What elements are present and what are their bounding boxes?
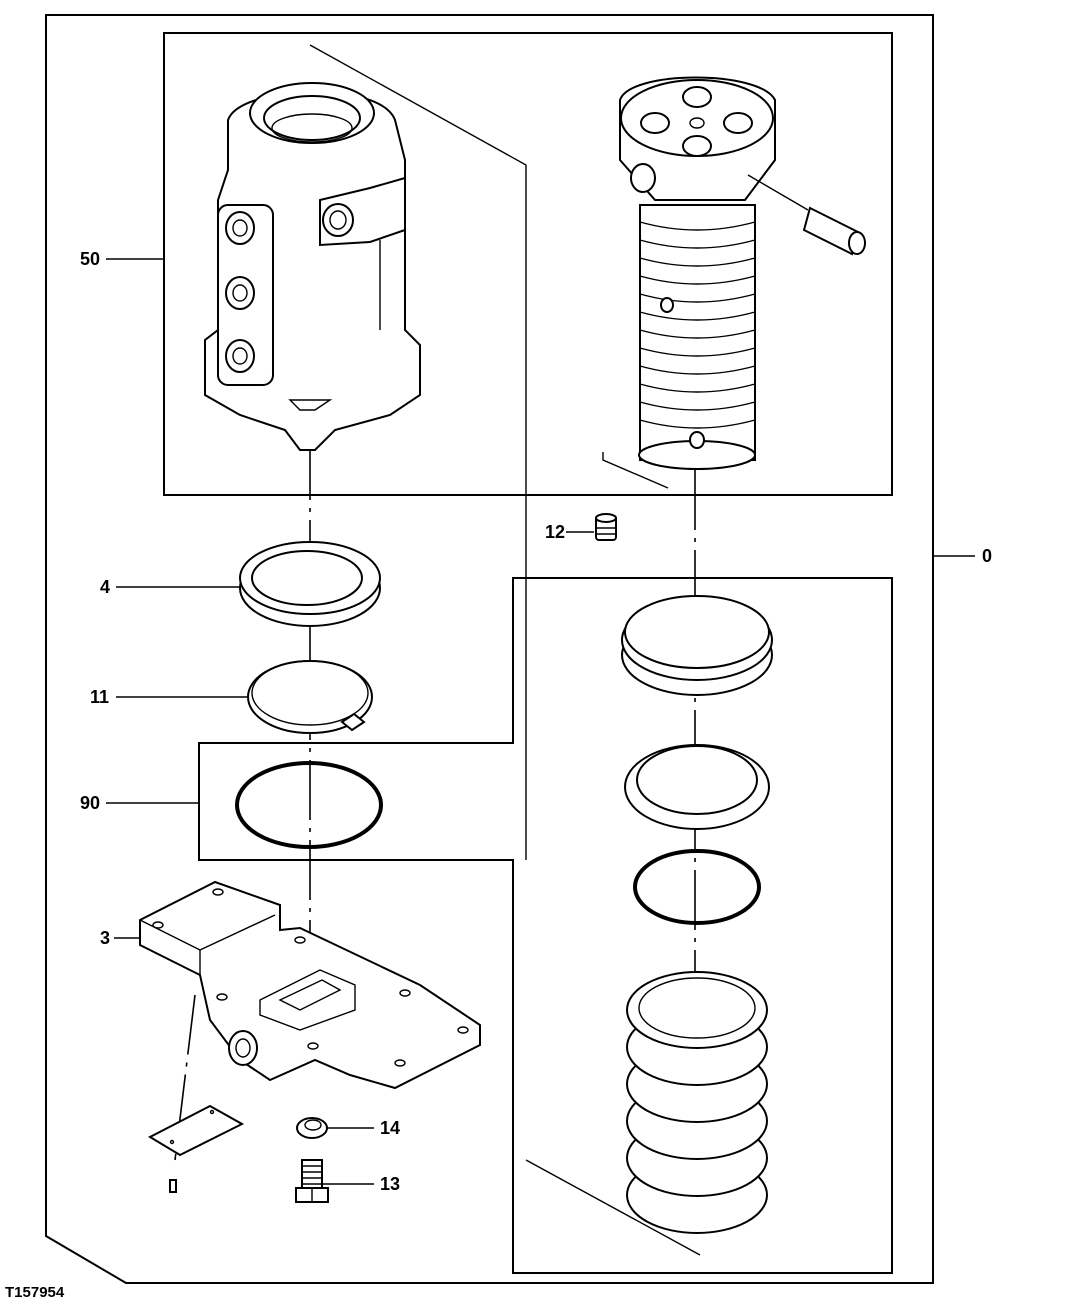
callout-3: 3 [100,928,110,948]
bolt-13-part [295,1159,329,1203]
callout-14: 14 [380,1118,400,1138]
callout-12: 12 [545,522,565,542]
assembly-frame [45,14,934,1284]
callout-50: 50 [80,249,100,269]
seal-kit-90-frame [198,577,893,1274]
bracket-3-part [139,880,481,1090]
figure-id: T157954 [5,1284,65,1301]
swivel-body-part [204,82,421,451]
oring-left-part [235,761,383,849]
swivel-spindle-part [619,76,866,470]
seal-kit-parts [621,595,773,1234]
plug-12-part [595,513,617,541]
subassembly-50-frame [163,32,893,496]
callout-0: 0 [982,546,992,566]
name-plate-part [147,1104,245,1193]
callout-13: 13 [380,1174,400,1194]
ring-4-part [239,541,381,627]
ring-11-part [247,660,373,734]
washer-14-part [296,1117,328,1139]
leader-lines [106,44,975,1256]
callout-4: 4 [100,577,110,597]
callout-90: 90 [80,793,100,813]
callout-11: 11 [90,687,109,707]
